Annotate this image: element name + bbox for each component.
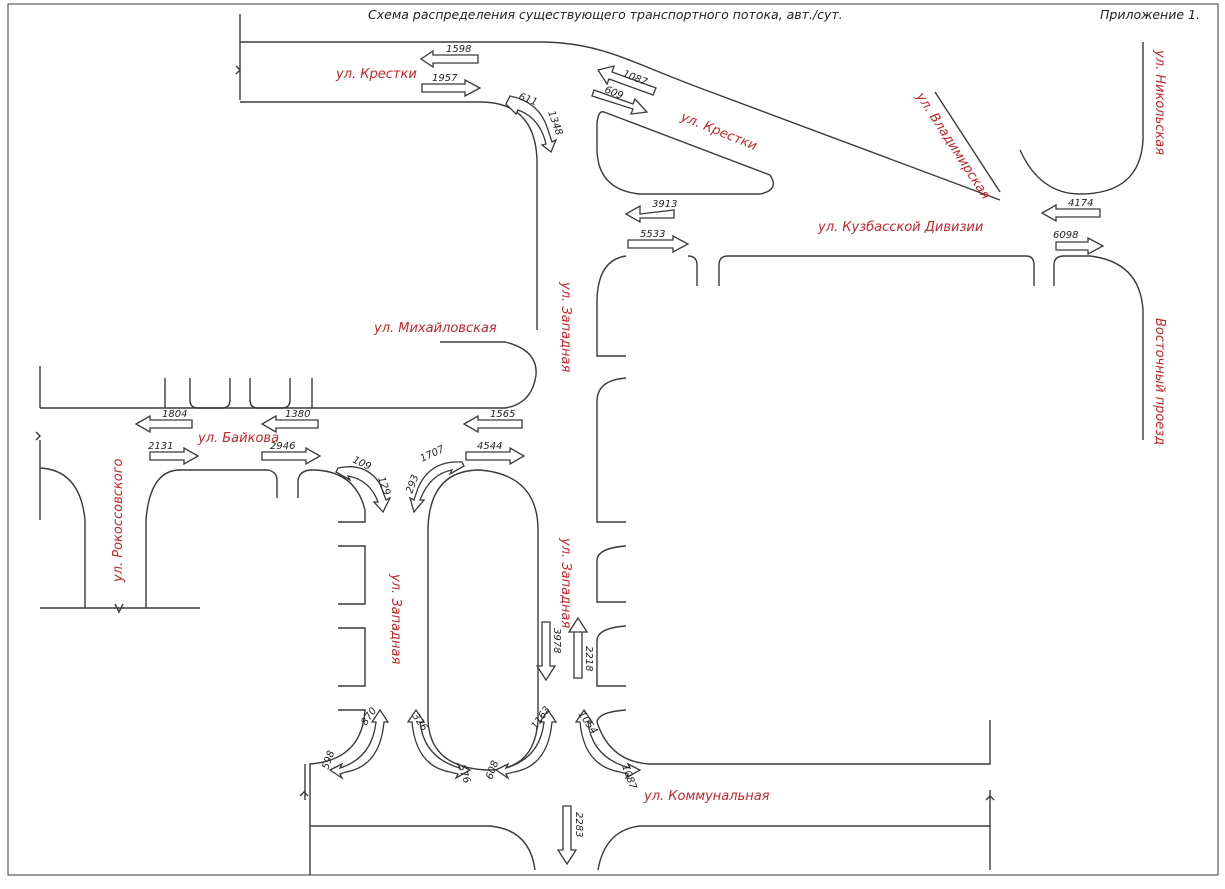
flow-1598: 1598 (446, 44, 471, 55)
flow-2131: 2131 (148, 441, 173, 452)
flow-1804: 1804 (162, 409, 187, 420)
flow-values: 1598 1957 1087 609 611 1348 3913 5533 41… (148, 44, 1093, 837)
road-kreshki-north-edge (240, 41, 1001, 201)
road-island (596, 111, 774, 195)
diagram-title: Схема распределения существующего трансп… (368, 7, 843, 22)
flow-5533: 5533 (640, 229, 665, 240)
street-mikhaylovskaya: ул. Михайловская (373, 321, 497, 336)
road-network (35, 14, 1144, 875)
street-nikolskaya: ул. Никольская (1152, 49, 1167, 155)
flow-2218: 2218 (583, 646, 594, 671)
street-kuzbasskoy-divizii: ул. Кузбасской Дивизии (817, 220, 983, 235)
flow-1380: 1380 (285, 409, 310, 420)
flow-2283: 2283 (573, 812, 584, 837)
flow-3913: 3913 (652, 199, 677, 210)
flow-1565: 1565 (490, 409, 515, 420)
street-rokossovskogo: ул. Рокоссовского (111, 458, 126, 583)
street-kreshki-east: ул. Крестки (678, 109, 759, 154)
appendix-label: Приложение 1. (1100, 7, 1200, 22)
flow-4544: 4544 (477, 441, 502, 452)
street-kommunalnaya: ул. Коммунальная (643, 789, 770, 804)
flow-4174: 4174 (1068, 198, 1093, 209)
drawing-frame (7, 3, 1219, 876)
street-kreshki-west: ул. Крестки (335, 67, 417, 82)
street-baykova: ул. Байкова (197, 431, 279, 446)
street-zapadnaya-inner: ул. Западная (388, 573, 403, 664)
flow-1957: 1957 (432, 73, 458, 84)
flow-1054: 1054 (576, 709, 600, 736)
street-zapadnaya-mid: ул. Западная (558, 537, 573, 628)
flow-1707: 1707 (419, 444, 447, 465)
flow-6098: 6098 (1053, 230, 1078, 241)
street-vladimirskaya: ул. Владимирская (912, 89, 993, 202)
flow-3978: 3978 (551, 628, 562, 653)
street-zapadnaya-north: ул. Западная (558, 281, 573, 372)
street-vostochny-proezd: Восточный проезд (1152, 318, 1167, 445)
flow-arrows (134, 49, 1105, 866)
road-median (427, 469, 539, 771)
flow-2946: 2946 (270, 441, 295, 452)
